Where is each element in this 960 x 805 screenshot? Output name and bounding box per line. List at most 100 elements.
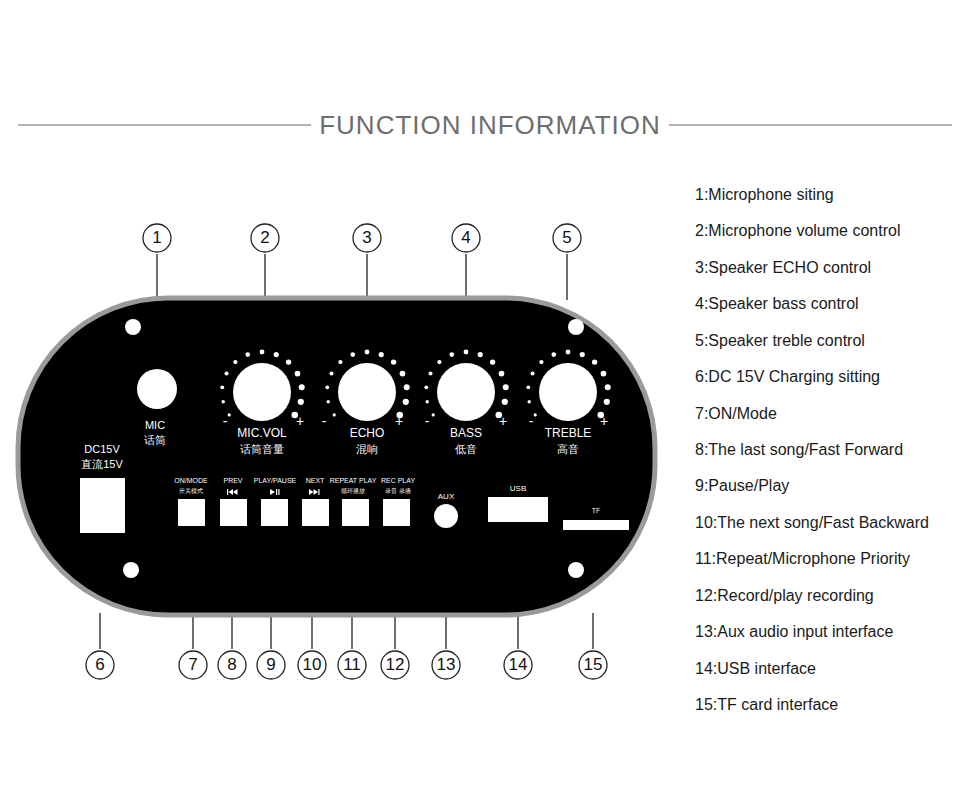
function-description: 9:Pause/Play: [695, 478, 789, 496]
button: [302, 499, 329, 526]
callout-number-text: 13: [437, 655, 456, 675]
function-description: 3:Speaker ECHO control: [695, 259, 871, 277]
scale-dot: [526, 385, 530, 389]
scale-dot: [432, 413, 435, 416]
scale-dot: [233, 360, 237, 364]
scale-dot: [499, 371, 505, 377]
knob: [233, 363, 291, 421]
scale-sign: -: [322, 414, 327, 429]
scale-dot: [502, 399, 508, 405]
scale-sign: +: [600, 414, 608, 429]
scale-dot: [326, 400, 329, 403]
scale-dot: [490, 359, 495, 364]
callout-number: 15: [578, 650, 608, 680]
scale-dot: [478, 352, 483, 357]
port-label: USB: [510, 485, 526, 494]
knob-label: 话筒音量: [240, 443, 284, 455]
scale-dot: [403, 399, 409, 405]
scale-dot: [539, 360, 543, 364]
callout-number-text: 10: [303, 655, 322, 675]
scale-dot: [298, 399, 304, 405]
callout-number-text: 12: [386, 655, 405, 675]
scale-dot: [338, 360, 342, 364]
callout-number-text: 6: [95, 655, 104, 675]
function-description: 1:Microphone siting: [695, 186, 834, 204]
scale-dot: [379, 352, 384, 357]
callout-number: 13: [431, 650, 461, 680]
callout-number: 5: [552, 223, 582, 253]
scale-dot: [592, 359, 597, 364]
scale-dot: [299, 384, 305, 390]
scale-dot: [534, 413, 537, 416]
part-label: MIC: [145, 419, 165, 431]
function-description: 6:DC 15V Charging sitting: [695, 368, 880, 386]
scale-dot: [350, 352, 355, 357]
function-description: 5:Speaker treble control: [695, 332, 865, 350]
scale-dot: [365, 350, 370, 355]
part-label: 话筒: [144, 434, 166, 446]
knob-label: 混响: [356, 443, 378, 455]
scale-dot: [260, 350, 265, 355]
knob-scale: [220, 350, 610, 419]
button-label: 开关模式: [179, 488, 203, 495]
button-label: REPEAT PLAY: [330, 477, 377, 485]
knob: [539, 363, 597, 421]
button-label: 录音 录播: [385, 488, 411, 495]
callout-number-text: 3: [362, 228, 371, 248]
function-description: 7:ON/Mode: [695, 405, 777, 423]
function-description: 2:Microphone volume control: [695, 223, 900, 241]
function-description: 14:USB interface: [695, 660, 816, 678]
scale-dot: [530, 372, 534, 376]
port-label: TF: [592, 507, 601, 515]
callout-number: 6: [85, 650, 115, 680]
knob-label: BASS: [450, 427, 482, 440]
callout-number: 12: [380, 650, 410, 680]
callout-number-text: 11: [343, 655, 361, 675]
function-description: 10:The next song/Fast Backward: [695, 514, 929, 532]
scale-dot: [580, 352, 585, 357]
callout-number: 9: [256, 650, 286, 680]
callout-number-text: 1: [152, 228, 161, 248]
button-label: PREV: [223, 477, 242, 485]
scale-dot: [424, 385, 428, 389]
button: [261, 499, 288, 526]
callout-number: 11: [337, 650, 367, 680]
callout-number: 14: [503, 650, 533, 680]
usb-port: [488, 497, 548, 522]
knob-label: TREBLE: [545, 427, 592, 440]
scale-dot: [404, 384, 410, 390]
scale-dot: [333, 413, 336, 416]
scale-dot: [464, 350, 469, 355]
scale-dot: [527, 400, 530, 403]
scale-dot: [224, 372, 228, 376]
title: FUNCTION INFORMATION: [319, 111, 661, 140]
function-description: 12:Record/play recording: [695, 587, 874, 605]
scale-dot: [503, 384, 509, 390]
scale-dot: [551, 352, 556, 357]
scale-dot: [221, 400, 224, 403]
button-label: REC PLAY: [381, 477, 415, 485]
scale-dot: [325, 385, 329, 389]
scale-dot: [295, 371, 301, 377]
scale-dot: [245, 352, 250, 357]
part-label: 直流15V: [81, 458, 123, 470]
callout-number-text: 9: [266, 655, 275, 675]
function-description: 8:The last song/Fast Forward: [695, 441, 903, 459]
mount-hole: [123, 562, 139, 578]
callout-number-text: 14: [509, 655, 528, 675]
callout-number-text: 8: [227, 655, 236, 675]
knob: [437, 363, 495, 421]
callout-number: 10: [297, 650, 327, 680]
function-description: 4:Speaker bass control: [695, 295, 859, 313]
dc-jack: [80, 478, 125, 533]
scale-dot: [428, 372, 432, 376]
button: [342, 499, 369, 526]
scale-dot: [566, 350, 571, 355]
scale-dot: [604, 399, 610, 405]
part-label: DC15V: [84, 443, 119, 455]
knob-label: MIC.VOL: [237, 427, 286, 440]
tf-slot: [563, 520, 629, 530]
scale-dot: [220, 385, 224, 389]
callout-number-text: 7: [188, 655, 197, 675]
scale-dot: [286, 359, 291, 364]
